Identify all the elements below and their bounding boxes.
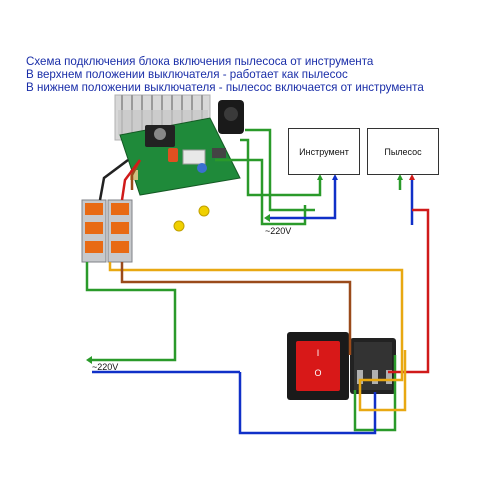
wires	[85, 128, 430, 435]
mains-label-bottom: ~220V	[92, 362, 119, 372]
pcb-board	[119, 117, 241, 196]
wire-blue-2	[238, 372, 377, 435]
instrument-box: Инструмент	[288, 128, 360, 175]
caption: Схема подключения блока включения пылесо…	[26, 55, 424, 94]
caption-line-2: В верхнем положении выключателя - работа…	[26, 68, 348, 81]
svg-text:O: O	[314, 368, 321, 378]
wire-green-2	[240, 138, 322, 197]
svg-text:I: I	[317, 348, 320, 358]
wire-green-4	[245, 128, 315, 212]
vacuum-box: Пылесос	[367, 128, 439, 175]
current-sensor	[218, 100, 244, 134]
instrument-label: Инструмент	[299, 146, 349, 157]
mains-arrows	[86, 174, 415, 364]
wire-black-pcb	[98, 159, 129, 201]
rocker-switch: I O	[287, 332, 396, 400]
wire-blue-1	[268, 180, 337, 220]
wire-orange-1	[108, 262, 404, 395]
wire-green-1	[85, 262, 177, 362]
vacuum-label: Пылесос	[384, 146, 422, 157]
wire-orange-2	[358, 350, 407, 412]
wire-red-1	[388, 208, 430, 374]
wire-red-pcb	[120, 159, 141, 201]
jumper-caps	[173, 205, 210, 232]
mains-label-top: ~220V	[265, 226, 292, 236]
caption-line-3: В нижнем положении выключателя - пылесос…	[26, 81, 424, 94]
wago-connectors	[81, 199, 133, 263]
wire-brown-1	[120, 262, 352, 355]
caption-line-1: Схема подключения блока включения пылесо…	[26, 55, 374, 68]
